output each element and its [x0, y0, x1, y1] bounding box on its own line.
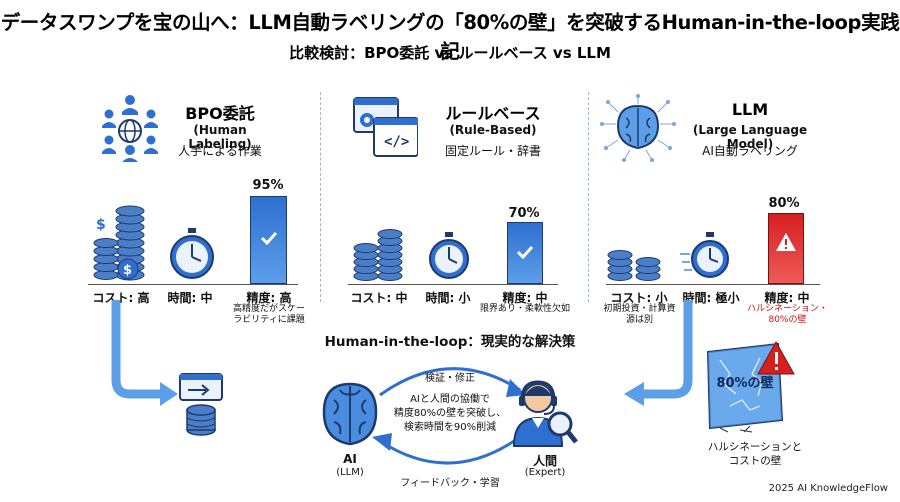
- accuracy-bar: [507, 222, 543, 284]
- data-transfer-icon: [178, 372, 224, 438]
- svg-text:$: $: [123, 263, 132, 278]
- verify-correct-label: 検証・修正: [425, 373, 475, 384]
- page-subtitle: 比較検討：BPO委託 vs ルールベース vs LLM: [289, 44, 611, 62]
- feedback-learning-label: フィードバック・学習: [400, 478, 500, 489]
- fast-stopwatch-icon: [680, 232, 730, 280]
- brain-circuit-icon: [598, 94, 678, 166]
- coin-stack-icon: $ $: [92, 203, 152, 283]
- warning-icon: [776, 233, 796, 251]
- wall-caption: ハルシネーションとコストの壁: [707, 441, 803, 467]
- time-metric: 時間: 中: [167, 291, 213, 305]
- time-metric: 時間: 小: [425, 291, 471, 305]
- page-title: データスワンプを宝の山へ：LLM自動ラベリングの「80%の壁」を突破するHuma…: [0, 11, 900, 63]
- column-subtitle: (Rule-Based): [449, 123, 537, 137]
- accuracy-bar: [250, 196, 287, 284]
- human-label: 人間: [532, 454, 557, 468]
- coin-stack-icon: [606, 244, 666, 282]
- stopwatch-icon: [427, 232, 471, 280]
- people-network-icon: [100, 92, 160, 162]
- ai-sublabel: (LLM): [336, 467, 364, 478]
- svg-text:</>: </>: [384, 134, 409, 150]
- time-metric: 時間: 極小: [682, 291, 740, 305]
- hitl-title: Human-in-the-loop：現実的な解決策: [324, 334, 576, 350]
- right-connector-arrow: [624, 300, 693, 406]
- accuracy-value: 80%: [768, 196, 800, 211]
- cost-metric: コスト: 中: [350, 291, 408, 305]
- left-connector-arrow: [111, 300, 178, 406]
- accuracy-metric: 精度: 高: [246, 291, 292, 305]
- column-title: BPO委託: [185, 104, 255, 123]
- check-icon: [516, 245, 534, 259]
- cost-metric: コスト: 高: [92, 291, 150, 305]
- column-note: ハルシネーション・80%の壁: [747, 304, 828, 325]
- accuracy-value: 70%: [508, 206, 540, 221]
- stopwatch-icon: [168, 228, 216, 280]
- collaboration-summary: AIと人間の協働で精度80%の壁を突破し、検索時間を90%削減: [393, 394, 507, 433]
- column-separator: [588, 92, 590, 302]
- coin-stack-icon: [352, 226, 406, 282]
- cycle-arrows: [372, 367, 526, 465]
- accuracy-metric: 精度: 中: [502, 291, 548, 305]
- cost-metric: コスト: 小: [610, 291, 668, 305]
- ai-label: AI: [343, 452, 357, 466]
- accuracy-metric: 精度: 中: [764, 291, 810, 305]
- column-description: 固定ルール・辞書: [444, 144, 541, 158]
- accuracy-wall-graphic: [700, 340, 796, 434]
- baseline: [88, 284, 298, 285]
- ai-brain-icon: [318, 378, 382, 448]
- column-description: AI自動ラベリング: [702, 144, 798, 158]
- accuracy-value: 95%: [252, 178, 284, 193]
- baseline: [348, 284, 558, 285]
- footer-copyright: 2025 AI KnowledgeFlow: [768, 483, 888, 494]
- column-separator: [320, 92, 322, 302]
- check-icon: [260, 231, 278, 245]
- cost-note: 初期投資・計算資源は別: [603, 304, 676, 325]
- column-title: LLM: [731, 100, 769, 119]
- column-subtitle: (Large Language Model): [692, 123, 808, 151]
- accuracy-bar: [768, 213, 804, 284]
- code-window-gear-icon: </>: [352, 96, 419, 158]
- column-title: ルールベース: [445, 104, 541, 123]
- column-note: 限界あり・柔軟性欠如: [479, 304, 570, 314]
- baseline: [606, 284, 820, 285]
- svg-text:$: $: [96, 217, 106, 233]
- wall-label: 80%の壁: [716, 376, 774, 391]
- human-sublabel: (Expert): [524, 467, 566, 478]
- expert-headset-icon: [512, 378, 578, 448]
- column-subtitle: (Human Labeling): [188, 123, 252, 151]
- column-note: 高精度だがスケーラビリティに課題: [232, 304, 305, 325]
- column-description: 人手による作業: [178, 144, 262, 158]
